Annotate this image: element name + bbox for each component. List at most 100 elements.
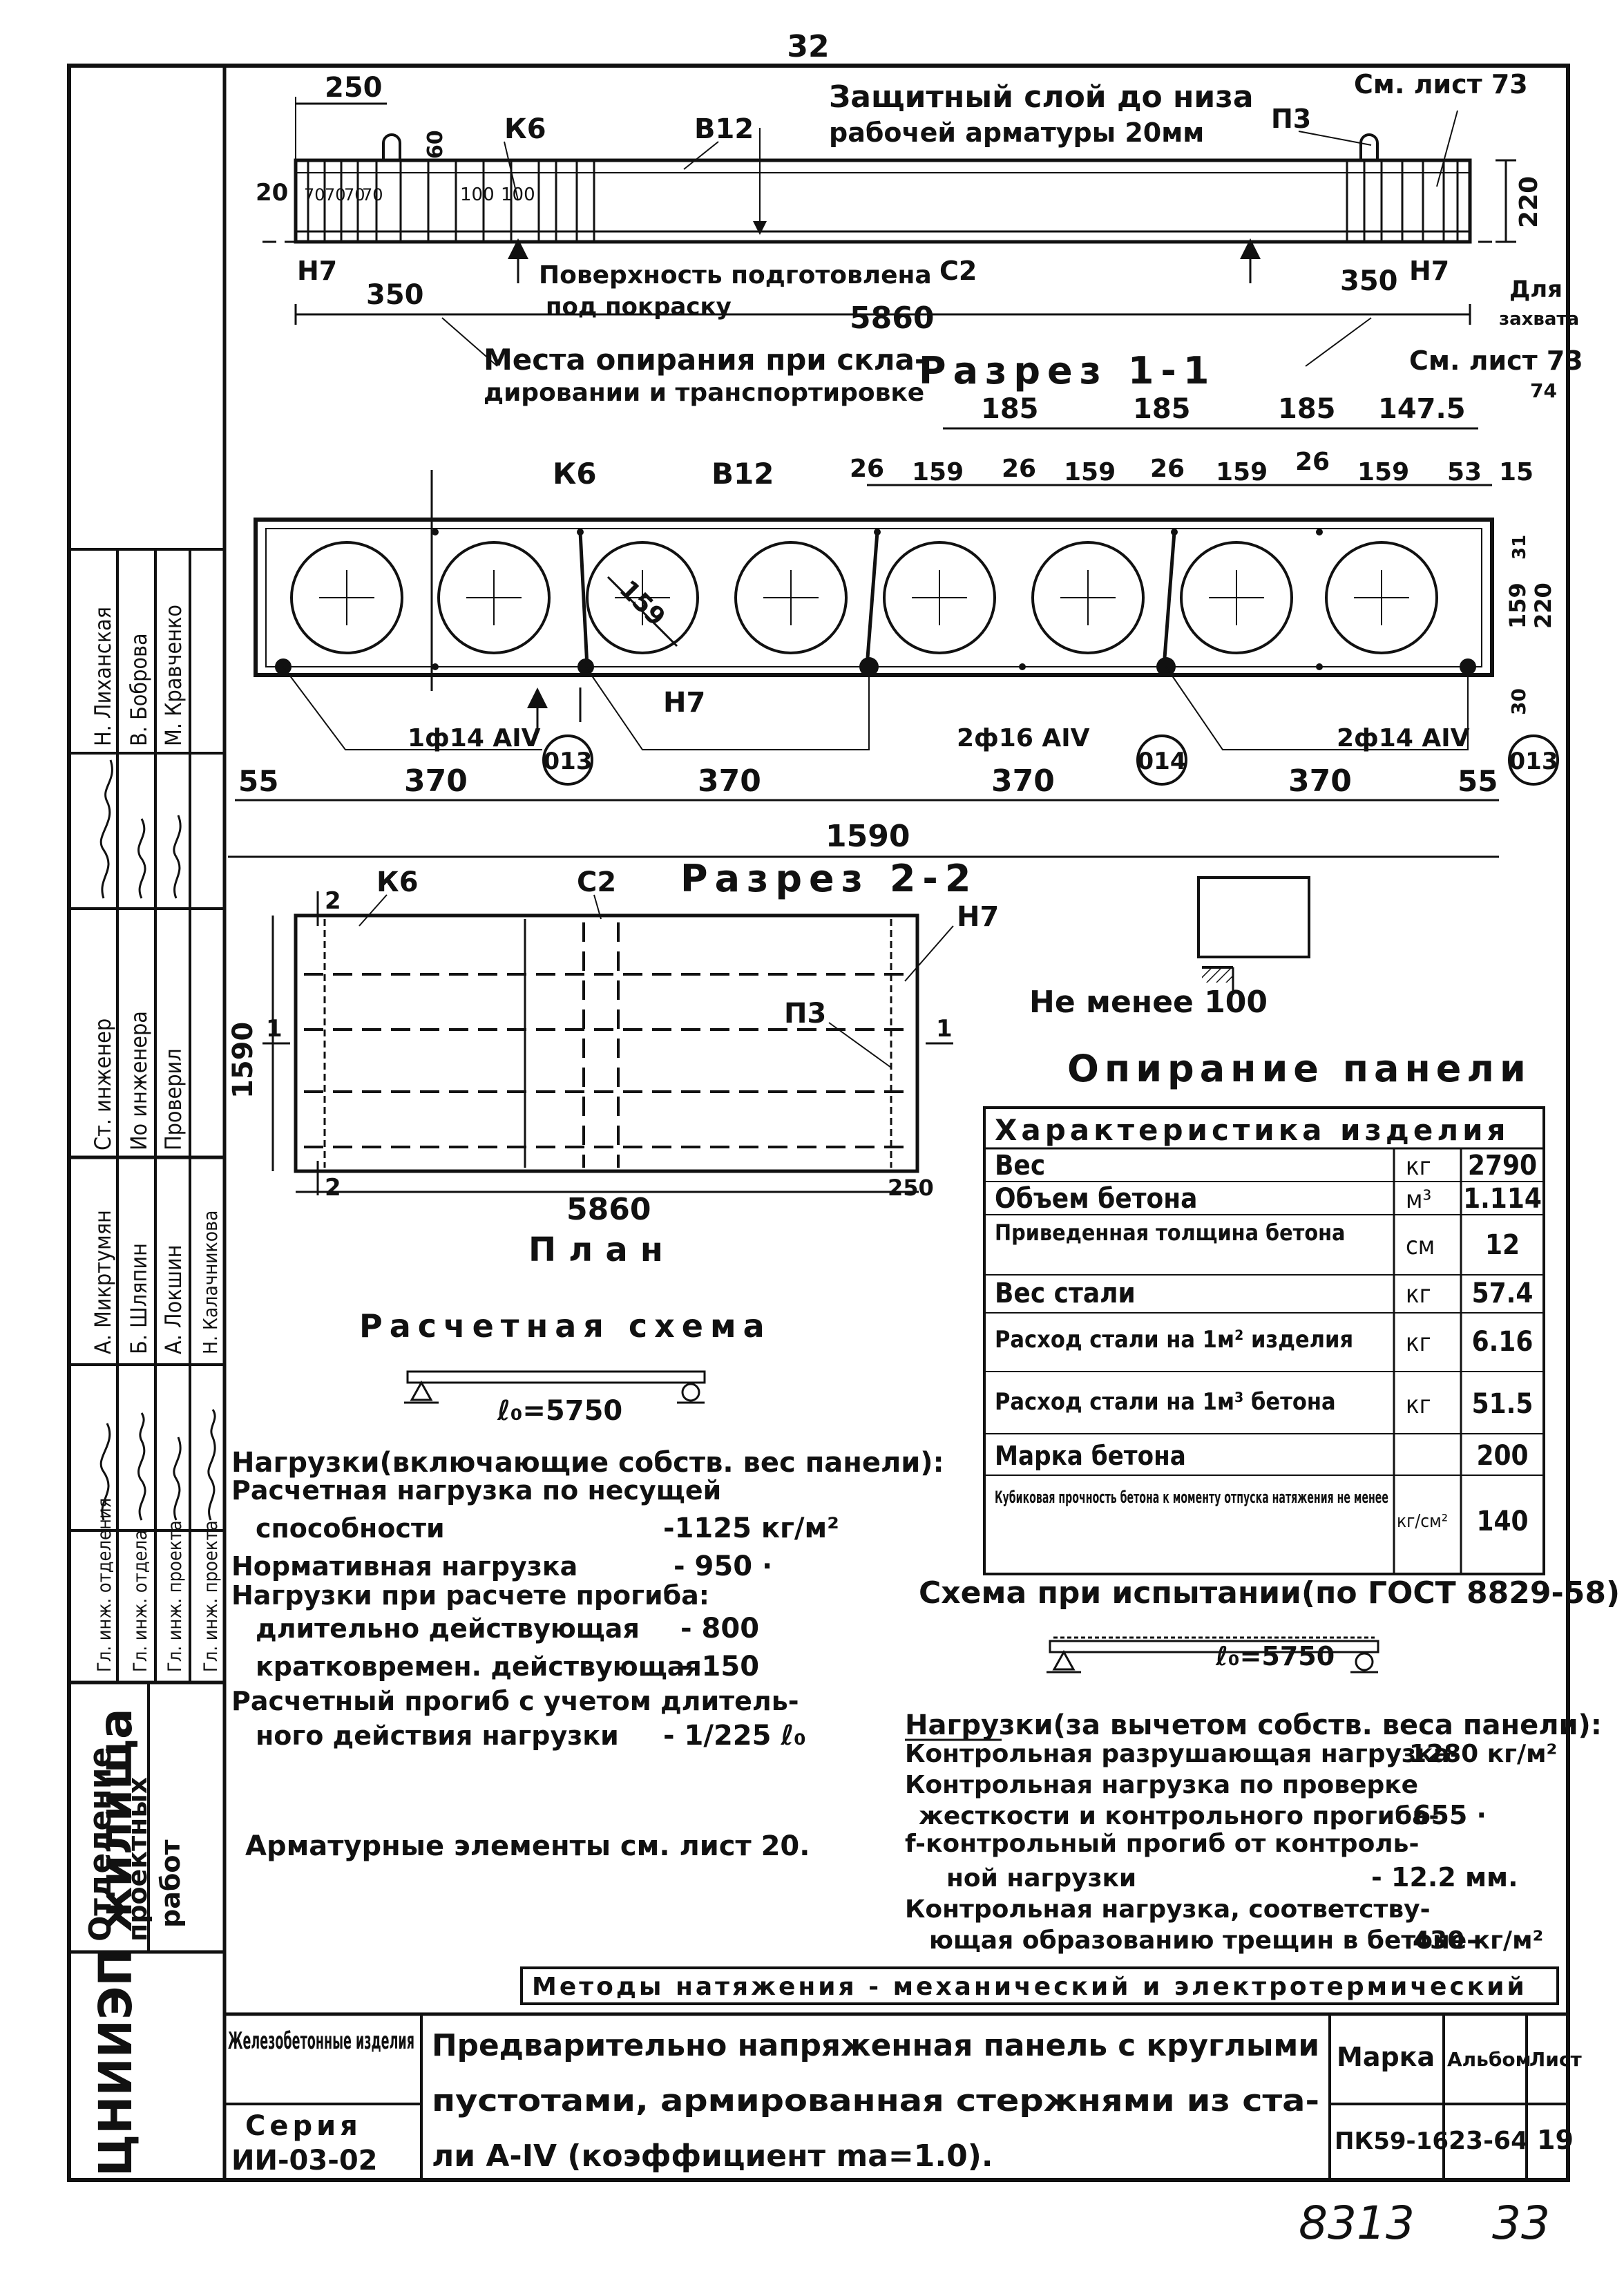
- width-1590: 1590: [825, 819, 910, 854]
- dim-60: 60: [423, 130, 448, 159]
- test-loads-title: Нагрузки(за вычетом собств. веса панели)…: [905, 1709, 1602, 1741]
- methods-box: Методы натяжения - механический и электр…: [520, 1966, 1559, 2005]
- dim-250-plan: 250: [888, 1175, 934, 1201]
- stamp-dept-2: проектных: [122, 1777, 153, 1942]
- note-cover-2: рабочей арматуры 20мм: [829, 117, 1204, 148]
- right-dim-31: 31: [1509, 535, 1530, 560]
- right-dim-30: 30: [1507, 688, 1530, 715]
- row-2-value: 12: [1485, 1229, 1520, 1261]
- stamp-name-4: Н. Калачникова: [199, 1211, 222, 1354]
- note-surface-2: под покраску: [546, 293, 732, 321]
- label-k6-top: К6: [504, 113, 546, 145]
- test-line-2: жесткости и контрольного прогиба-: [919, 1802, 1439, 1830]
- methods-text: Методы натяжения - механический и электр…: [532, 1973, 1527, 2001]
- pitch-70-1: 70: [304, 185, 325, 205]
- rib-dim-6: 159: [1216, 458, 1268, 486]
- support-detail: Не менее 100 Опирание панели: [1029, 876, 1531, 1090]
- tb-desc-3: ли А-IV (коэффициент mа=1.0).: [432, 2139, 993, 2174]
- page-top-number: 32: [787, 29, 829, 64]
- tb-mark-label: Марка: [1337, 2042, 1435, 2072]
- stamp-role-1: Гл. инж. отделения: [94, 1498, 115, 1672]
- row-3-unit: кг: [1406, 1280, 1431, 1309]
- row-7-name-text: Кубиковая прочность бетона к моменту отп…: [995, 1488, 1388, 1507]
- calc-scheme-title: Расчетная схема: [359, 1307, 772, 1345]
- calc-value-1: -1125 кг/м²: [663, 1513, 839, 1544]
- label-p3-plan: П3: [784, 998, 826, 1030]
- test-value-6: 430 кг/м²: [1413, 1926, 1543, 1955]
- label-v12-sec: В12: [711, 457, 774, 491]
- row-3-name: Вес стали: [995, 1278, 1136, 1309]
- stamp-role2-2: Ио инженера: [126, 1011, 152, 1150]
- title-block: Железобетонные изделия Серия ИИ-03-02 Пр…: [225, 2012, 1582, 2180]
- tb-category-text: Железобетонные изделия: [228, 2027, 414, 2055]
- bottom-dim-55-left: 55: [238, 764, 278, 798]
- row-2-name: Приведенная толщина бетона: [995, 1220, 1345, 1246]
- calc-line-1: способности: [256, 1513, 445, 1544]
- tb-mark: ПК59-16: [1335, 2127, 1449, 2155]
- calc-value-7: - 1/225 ℓ₀: [663, 1720, 806, 1752]
- dim-1590-plan: 1590: [227, 1022, 259, 1099]
- dim-350-right: 350: [1340, 265, 1398, 297]
- for-lifting-1: Для: [1509, 276, 1563, 303]
- top-dim-3: 185: [1278, 393, 1336, 425]
- stamp-name-3: А. Локшин: [160, 1245, 187, 1355]
- plan-labels: К6 С2 Разрез 2-2 Н7 П3 2 2 1 1 1590 5860…: [227, 857, 999, 1269]
- plan-view: [262, 891, 954, 1195]
- tb-series: ИИ-03-02: [231, 2145, 377, 2177]
- row-4-value: 6.16: [1472, 1326, 1534, 1358]
- right-dim-220: 220: [1530, 582, 1556, 629]
- void-circles: [290, 541, 1438, 654]
- tb-series-label: Серия: [245, 2110, 362, 2142]
- pitch-70-4: 70: [362, 185, 383, 205]
- dim-350-left: 350: [366, 279, 424, 311]
- stamp-name2-2: В. Боброва: [126, 633, 152, 746]
- support-caption: Опирание панели: [1067, 1047, 1531, 1090]
- label-c2-top: С2: [939, 256, 977, 286]
- rib-dim-3: 26: [1002, 455, 1036, 483]
- bottom-dim-370-3: 370: [991, 764, 1055, 799]
- stamp-role-3: Гл. инж. проекта: [164, 1520, 186, 1672]
- dim-5860-top: 5860: [850, 301, 934, 336]
- row-1-unit: м³: [1406, 1186, 1431, 1214]
- cut-mark-1-right: 1: [936, 1015, 953, 1043]
- row-1-value: 1.114: [1463, 1183, 1542, 1215]
- calc-line-6: Расчетный прогиб с учетом длитель-: [231, 1686, 799, 1716]
- support-min: Не менее 100: [1029, 985, 1268, 1020]
- bottom-dim-370-1: 370: [404, 764, 468, 799]
- test-value-2: 655 ·: [1413, 1800, 1487, 1830]
- characteristics-table: Характеристика изделия Вес кг 2790 Объем…: [983, 1106, 1545, 1575]
- rib-dim-9: 53: [1447, 458, 1482, 486]
- row-4-name: Расход стали на 1м² изделия: [995, 1326, 1353, 1354]
- test-line-6: ющая образованию трещин в бетоне-: [929, 1926, 1477, 1955]
- top-elevation: [262, 97, 1516, 367]
- tb-album-label: Альбом: [1447, 2048, 1531, 2071]
- see-sheet-73-sec: См. лист 73: [1409, 345, 1583, 376]
- stamp-role-2: Гл. инж. отдела: [130, 1530, 151, 1672]
- right-dim-159: 159: [1504, 582, 1531, 629]
- top-dim-4: 147.5: [1378, 393, 1466, 425]
- test-line-4: ной нагрузки: [946, 1864, 1136, 1893]
- rebar-note: Арматурные элементы см. лист 20.: [245, 1830, 810, 1862]
- callout-013-left: 013: [544, 748, 593, 775]
- stamp-name2-3: М. Кравченко: [160, 605, 187, 746]
- row-0-value: 2790: [1468, 1150, 1537, 1182]
- calc-scheme: Расчетная схема ℓ₀=5750 Нагрузки(включаю…: [231, 1307, 944, 1862]
- section-2-2-title: Разрез 2-2: [680, 857, 977, 900]
- label-c2-plan: С2: [577, 866, 616, 898]
- stamp-org-text: ЦНИИЭП жилища: [89, 1708, 142, 2177]
- tb-category-1: Железобетонные изделия: [228, 2027, 414, 2055]
- label-k6-plan: К6: [376, 866, 419, 898]
- label-p3-top: П3: [1271, 104, 1311, 134]
- supports-note-1: Места опирания при скла-: [484, 343, 926, 377]
- see-sheet-74: 74: [1530, 379, 1557, 402]
- section-1-1-title: Разрез 1-1: [919, 349, 1216, 392]
- stamp-name-2: Б. Шляпин: [126, 1243, 152, 1354]
- calc-line-7: ного действия нагрузки: [256, 1720, 619, 1751]
- tb-desc-2: пустотами, армированная стержнями из ста…: [432, 2083, 1319, 2118]
- pitch-100-2: 100: [501, 184, 535, 205]
- rib-dim-5: 26: [1150, 455, 1185, 483]
- row-1-name: Объем бетона: [995, 1183, 1197, 1215]
- rib-dim-2: 159: [912, 458, 964, 486]
- label-n7-sec: Н7: [663, 687, 705, 719]
- stamp-name-1: А. Микртумян: [90, 1210, 116, 1354]
